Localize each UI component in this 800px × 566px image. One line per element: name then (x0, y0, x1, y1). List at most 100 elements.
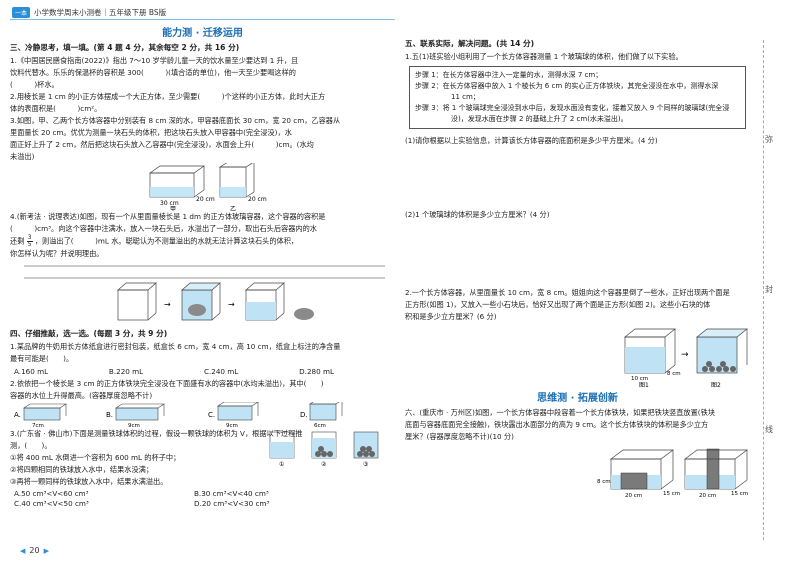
svg-text:图1: 图1 (639, 382, 649, 387)
option-d[interactable]: D.280 mL (299, 367, 334, 376)
q4-answer-and-figure: → → (24, 265, 385, 321)
option-d[interactable]: D.20 cm³<V<30 cm³ (194, 499, 270, 508)
svg-text:6cm: 6cm (314, 423, 326, 428)
c1-line: 1.某品牌的牛奶用长方体纸盒进行密封包装，纸盒长 6 cm，宽 4 cm，高 1… (10, 342, 341, 351)
q1-line: ( )杯水。 (10, 80, 59, 89)
jia-width-label: 30 cm (160, 200, 179, 207)
book-tag: 一本 (12, 7, 31, 18)
option-c[interactable]: C.240 mL (203, 367, 239, 376)
c2-containers-figure: A. 7cm B. 9cm C. 9cm D. (14, 402, 343, 428)
cube-with-stone (181, 282, 221, 321)
figure-2-tank: 图2 (696, 328, 748, 387)
cube-after (245, 282, 285, 321)
book-title: 小学数学周末小测卷｜五年级下册 BS版 (34, 8, 167, 17)
triangle-right-icon: ▶ (43, 546, 49, 555)
q3-line: 未溢出) (10, 152, 35, 161)
option-c-tank: C. 9cm (208, 402, 259, 428)
svg-text:①: ① (279, 461, 284, 468)
svg-text:20 cm: 20 cm (699, 493, 716, 499)
option-b-tank: B. 9cm (106, 403, 165, 428)
svg-text:10 cm: 10 cm (631, 376, 648, 382)
q4-line: 你怎样认为呢？并说明理由。 (10, 249, 104, 258)
q2-line: 体的表面积是( )cm²。 (10, 104, 102, 113)
q1-line: 饮料代替水。乐乐的保温杯的容积是 300( )(填合适的单位)，他一天至少要喝这… (10, 68, 296, 77)
p2-line: 2.一个长方体容器，从里面量长 10 cm，宽 8 cm。姐姐向这个容器里倒了一… (405, 288, 730, 297)
p6-line: 六、(重庆市 · 万州区)如图，一个长方体容器中段容着一个长方体铁块，如果把铁块… (405, 408, 715, 417)
p1-intro: 1.五(1)班实验小组利用了一个长方体容器测量 1 个玻璃球的体积，他们做了以下… (405, 52, 683, 61)
q1-line: 1.《中国居民膳食指南(2022)》指出 7～10 岁学龄儿童一天的饮水量至少要… (10, 56, 299, 65)
answer-space[interactable] (405, 221, 750, 287)
c3-block: 测，( )。 ①将 400 mL 水倒进一个容积为 600 mL 的杯子中； ②… (10, 431, 395, 488)
right-column: 五、联系实际，解决问题。(共 14 分) 1.五(1)班实验小组利用了一个长方体… (405, 22, 750, 499)
p1-subq2: (2)1 个玻璃球的体积是多少立方厘米？(4 分) (405, 210, 550, 219)
svg-text:图2: 图2 (711, 382, 721, 387)
svg-text:9cm: 9cm (128, 423, 140, 428)
page-number: 20 (29, 546, 40, 555)
ability-banner: 能力测 · 迁移运用 (162, 28, 243, 39)
arrow-icon: → (681, 350, 689, 360)
yi-depth-label: 20 cm (248, 196, 267, 203)
page-header: 一本 小学数学周末小测卷｜五年级下册 BS版 (12, 7, 166, 18)
option-a[interactable]: A.160 mL (14, 367, 49, 376)
section-4-title: 四、仔细推敲，选一选。(每题 3 分，共 9 分) (10, 329, 168, 338)
left-column: 能力测 · 迁移运用 三、冷静思考，填一填。(第 4 题 4 分，其余每空 2 … (10, 22, 395, 509)
option-b[interactable]: B.220 mL (108, 367, 144, 376)
section-5-title: 五、联系实际，解决问题。(共 14 分) (405, 39, 535, 48)
stone-icon (294, 308, 314, 320)
p2-line: 积和是多少立方厘米？(6 分) (405, 312, 497, 321)
arrow-icon: → (164, 300, 171, 309)
margin-char: 线 (765, 425, 773, 434)
tank-vertical-block: 20 cm 15 cm (683, 448, 748, 499)
section-3-title: 三、冷静思考，填一填。(第 4 题 4 分，其余每空 2 分，共 16 分) (10, 43, 240, 52)
q2-line: 2.用棱长是 1 cm 的小正方体摆成一个大正方体，至少需要( )个这样的小正方… (10, 92, 326, 101)
svg-text:A.: A. (14, 411, 21, 419)
p2-line: 正方形(如图 1)，又放入一些小石块后，恰好又出现了两个面是正方形(如图 2)。… (405, 300, 711, 309)
jia-label: 甲 (170, 206, 176, 211)
c3-step: ②将四颗相同的铁球放入水中，结果水没满； (10, 465, 154, 474)
svg-text:8 cm: 8 cm (667, 371, 681, 377)
q4-line: 4.(新考法 · 说理表达)如图，现有一个从里面量棱长是 1 dm 的正方体玻璃… (10, 212, 326, 221)
p1-subq1: (1)请你根据以上实验信息，计算该长方体容器的底面积是多少平方厘米。(4 分) (405, 136, 658, 145)
cup-2: ② (311, 431, 337, 468)
c1-line: 最有可能是( )。 (10, 354, 74, 363)
thinking-banner: 思维测 · 拓展创新 (537, 393, 618, 404)
cube-empty (117, 282, 157, 321)
step-line: 步骤 1：在长方体容器中注入一定量的水，测得水深 7 cm； (415, 71, 603, 79)
c1-options: A.160 mL B.220 mL C.240 mL D.280 mL (14, 367, 334, 376)
q3-line: 里面量长 20 cm。优优为测量一块石头的体积，把这块石头放入甲容器中(完全浸没… (10, 128, 292, 137)
c3-step: ①将 400 mL 水倒进一个容积为 600 mL 的杯子中； (10, 453, 181, 462)
c3-line: 测，( )。 (10, 441, 52, 450)
c3-options: A.50 cm³<V<60 cm³ B.30 cm³<V<40 cm³ (14, 489, 374, 498)
cup-1: ① (269, 431, 295, 468)
arrow-icon: → (228, 300, 235, 309)
svg-text:②: ② (321, 461, 327, 468)
svg-text:B.: B. (106, 411, 113, 419)
option-c[interactable]: C.40 cm³<V<50 cm³ (14, 499, 89, 508)
page-footer: ◀ 20 ▶ (20, 546, 49, 555)
c2-line: 2.依依把一个棱长是 3 cm 的正方体铁块完全浸没在下面盛有水的容器中(水均未… (10, 379, 324, 388)
svg-text:8 cm: 8 cm (597, 479, 611, 485)
svg-text:15 cm: 15 cm (731, 491, 748, 497)
p6-figure: 8 cm 20 cm 15 cm 20 cm 15 cm (597, 448, 748, 499)
option-a[interactable]: A.50 cm³<V<60 cm³ (14, 489, 89, 498)
q3-line: 3.如图，甲、乙两个长方体容器中分别装有 8 cm 深的水，甲容器底面长 30 … (10, 116, 341, 125)
cup-3: ③ (353, 431, 379, 468)
option-b[interactable]: B.30 cm³<V<40 cm³ (194, 489, 269, 498)
p2-figure: 10 cm 8 cm 图1 → 图2 (624, 328, 748, 387)
svg-text:③: ③ (363, 461, 368, 468)
c3-options: C.40 cm³<V<50 cm³ D.20 cm³<V<30 cm³ (14, 499, 374, 508)
answer-space[interactable] (405, 147, 750, 209)
svg-text:15 cm: 15 cm (663, 491, 680, 497)
c3-line: 3.(广东省 · 佛山市)下面是测量铁球体积的过程，假设一颗铁球的体积为 V，根… (10, 429, 303, 438)
q3-containers-figure: 30 cm 20 cm 20 cm 甲 乙 (148, 163, 267, 211)
experiment-steps-box: 步骤 1：在长方体容器中注入一定量的水，测得水深 7 cm； 步骤 2：在长方体… (409, 66, 746, 129)
c3-step: ③再将一颗同样的铁球放入水中，结果水满溢出。 (10, 477, 168, 486)
stone-icon (188, 304, 206, 316)
binding-line (763, 40, 764, 540)
q4-line: ( )cm³。向这个容器中注满水，放入一块石头后，水溢出了一部分，取出石头后容器… (10, 224, 317, 233)
step-line: 步骤 2：在长方体容器中放入 1 个棱长为 6 cm 的实心正方体铁块，其完全浸… (415, 82, 719, 90)
triangle-left-icon: ◀ (20, 546, 26, 555)
container-jia (148, 165, 206, 198)
figure-1-tank: 10 cm 8 cm 图1 (624, 328, 681, 387)
